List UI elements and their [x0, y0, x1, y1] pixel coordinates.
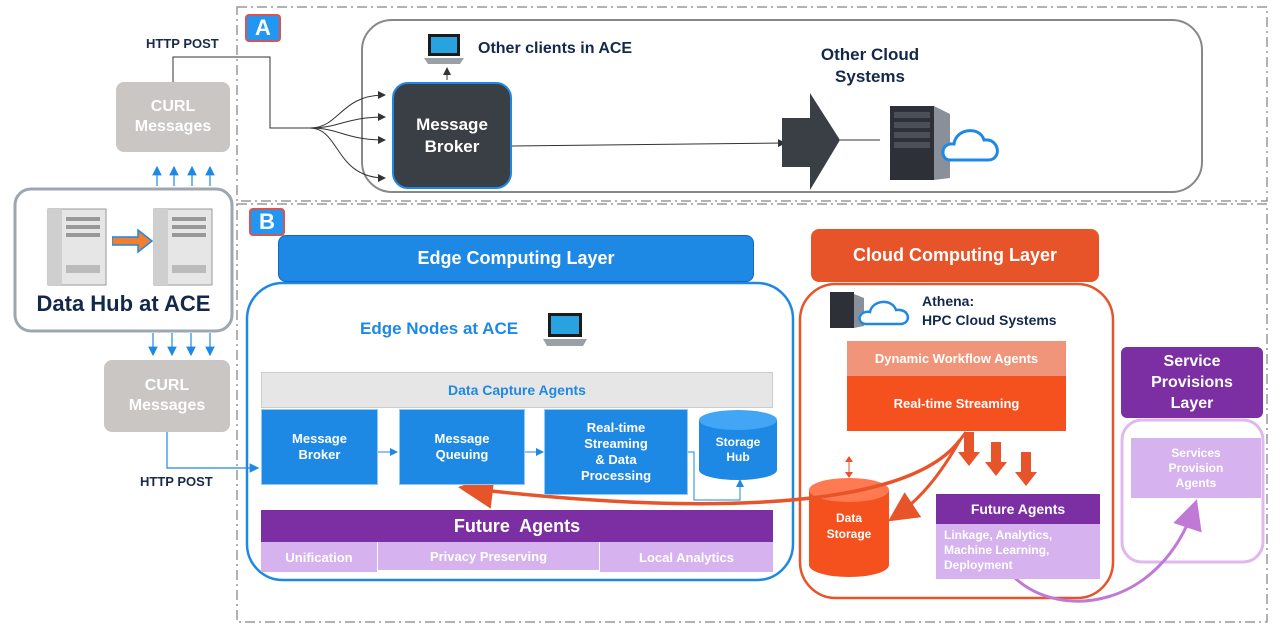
- http-post-bottom-label: HTTP POST: [140, 474, 213, 489]
- hub-to-curl-arrows: [148, 165, 215, 357]
- dynamic-workflow-agents: Dynamic Workflow Agents: [847, 341, 1066, 376]
- edge-message-broker: Message Broker: [261, 409, 378, 485]
- curl-messages-top: CURL Messages: [116, 82, 230, 152]
- big-forward-arrow: [782, 93, 840, 190]
- service-layer-header: Service Provisions Layer: [1121, 347, 1263, 418]
- section-a-badge: A: [245, 14, 281, 42]
- cloud-future-agents: Future Agents: [936, 494, 1100, 524]
- section-a-frame: [236, 6, 1268, 202]
- server-icon-left: [42, 205, 112, 287]
- cloud-server-icon: [884, 100, 1006, 182]
- data-hub-title: Data Hub at ACE: [36, 291, 211, 316]
- edge-privacy-preserving: Privacy Preserving: [378, 542, 599, 570]
- http-post-top-label: HTTP POST: [146, 36, 219, 51]
- laptop-icon-top: [422, 32, 466, 68]
- laptop-icon-edge: [540, 311, 590, 349]
- cloud-realtime-streaming: Real-time Streaming: [847, 376, 1066, 431]
- cloud-future-agents-desc: Linkage, Analytics, Machine Learning, De…: [936, 524, 1100, 579]
- other-clients-label: Other clients in ACE: [478, 40, 633, 57]
- other-cloud-label: Other Cloud Systems: [820, 45, 920, 86]
- edge-local-analytics: Local Analytics: [600, 542, 773, 572]
- top-panel-frame: [361, 19, 1203, 193]
- services-provision-agents: Services Provision Agents: [1131, 438, 1261, 498]
- http-post-top-line: [172, 56, 310, 129]
- curl-messages-bottom: CURL Messages: [104, 360, 230, 432]
- cloud-layer-frame: [798, 282, 1115, 600]
- section-b-frame: [236, 203, 1268, 623]
- edge-message-queuing: Message Queuing: [399, 409, 525, 485]
- transfer-arrow-icon: [111, 228, 154, 254]
- data-capture-agents-bar: Data Capture Agents: [261, 372, 773, 408]
- edge-realtime-processing: Real-time Streaming & Data Processing: [544, 409, 688, 495]
- edge-future-agents: Future Agents: [261, 510, 773, 542]
- data-storage-label: Data Storage: [826, 511, 872, 541]
- storage-hub-cylinder: [699, 410, 777, 480]
- server-icon-right: [148, 205, 218, 287]
- edge-layer-header: Edge Computing Layer: [278, 235, 754, 282]
- edge-nodes-title: Edge Nodes at ACE: [360, 319, 519, 338]
- athena-server-icon: [826, 290, 916, 330]
- service-layer-frame: [1120, 418, 1265, 564]
- http-post-bottom-line: [166, 432, 260, 473]
- message-broker-top: Message Broker: [392, 82, 512, 189]
- cloud-layer-header: Cloud Computing Layer: [811, 229, 1099, 282]
- athena-label: Athena: HPC Cloud Systems: [922, 293, 1057, 328]
- edge-layer-frame: [245, 281, 795, 582]
- section-b-badge: B: [249, 208, 285, 236]
- down-arrows: [958, 432, 1037, 486]
- edge-unification: Unification: [261, 542, 377, 572]
- storage-hub-label: Storage Hub: [715, 435, 761, 464]
